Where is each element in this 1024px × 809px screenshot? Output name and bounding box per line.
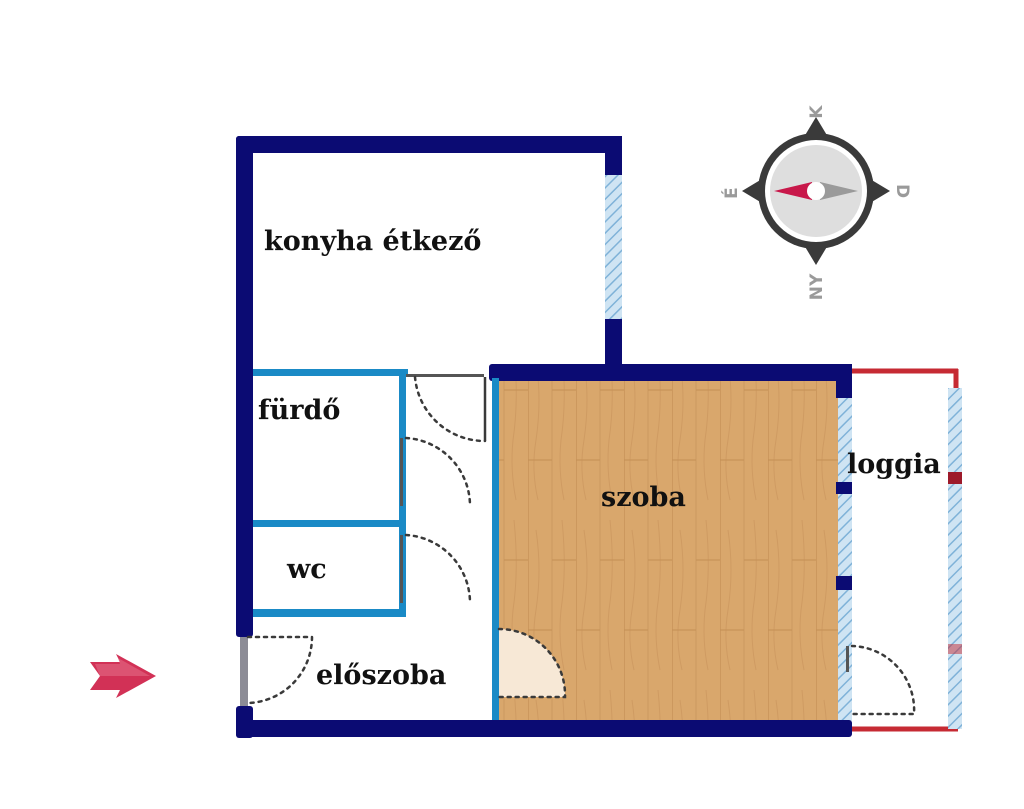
loggia-window-bottom <box>948 484 962 729</box>
room-loggia-window-1 <box>838 398 852 482</box>
room-loggia-window-3 <box>838 590 852 721</box>
door-room <box>499 629 566 697</box>
door-hall-1 <box>404 436 472 508</box>
entrance-arrow-icon <box>90 654 156 698</box>
loggia-railing <box>851 368 959 732</box>
label-wc: wc <box>286 554 327 585</box>
loggia-window-top <box>948 388 962 472</box>
compass-west-label: É <box>720 187 742 199</box>
compass-icon <box>742 117 890 265</box>
room-loggia-window-2 <box>838 494 852 576</box>
label-hall: előszoba <box>316 660 446 691</box>
label-bathroom: fürdő <box>258 395 340 426</box>
door-loggia <box>850 644 916 716</box>
door-bathroom <box>413 375 487 443</box>
entrance-door-jamb <box>240 637 248 706</box>
doors <box>246 375 916 716</box>
compass-south-label: NY <box>807 273 827 300</box>
label-loggia: loggia <box>847 449 941 480</box>
compass-east-label: D <box>892 184 912 198</box>
outer-walls <box>236 136 852 738</box>
door-hall-2 <box>404 533 472 605</box>
label-room: szoba <box>601 482 686 513</box>
kitchen-window <box>605 175 622 319</box>
door-entrance <box>246 635 314 705</box>
label-kitchen: konyha étkező <box>264 226 481 257</box>
compass-north-label: K <box>807 105 827 119</box>
